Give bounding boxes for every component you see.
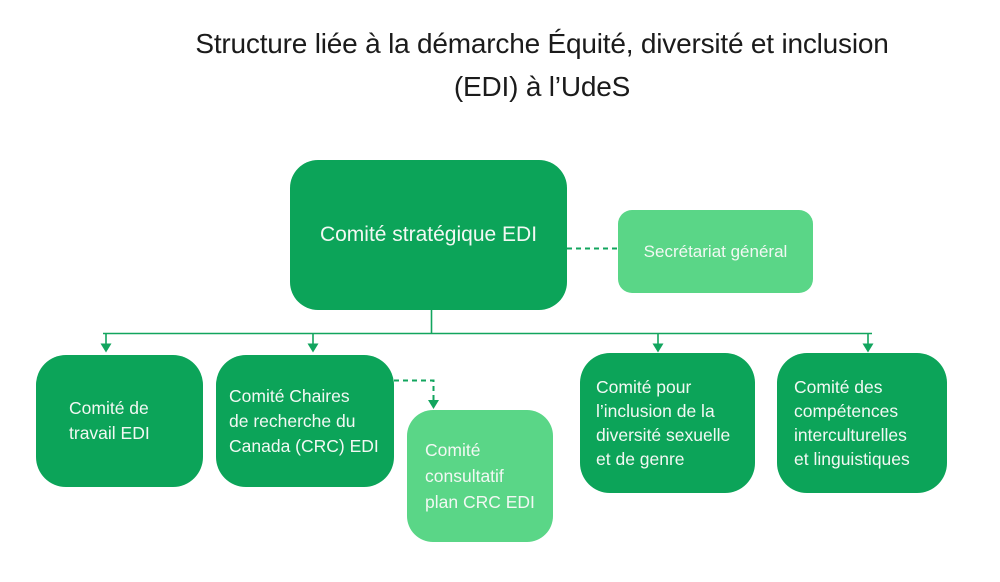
node-text-line: l’inclusion de la: [596, 401, 715, 421]
node-secretariat-general: Secrétariat général: [618, 210, 813, 293]
node-text-line: interculturelles: [794, 425, 907, 445]
node-text-line: plan CRC EDI: [425, 492, 535, 512]
connector-dashed-consultatif: [394, 379, 435, 400]
node-comite-travail-edi: Comité de travail EDI: [36, 355, 203, 487]
node-comite-consultatif-plan-crc-edi: Comité consultatif plan CRC EDI: [407, 410, 553, 542]
node-text-line: consultatif: [425, 466, 504, 486]
arrow-down-competences-icon: [862, 343, 874, 353]
node-label: Secrétariat général: [643, 241, 788, 261]
arrow-down-chaires-icon: [307, 343, 319, 353]
node-text-line: Comité des: [794, 377, 883, 397]
diagram-title: Structure liée à la démarche Équité, div…: [92, 22, 992, 108]
node-text-line: Comité de: [69, 398, 149, 418]
node-text-line: de recherche du: [229, 410, 356, 431]
arrow-down-travail-icon: [100, 343, 112, 353]
node-comite-inclusion-diversite-sexuelle-genre: Comité pour l’inclusion de la diversité …: [580, 353, 755, 493]
arrow-down-consultatif-icon: [428, 400, 439, 409]
diagram-title-line-1: Structure liée à la démarche Équité, div…: [195, 28, 889, 59]
node-text-line: et linguistiques: [794, 449, 910, 469]
node-text-line: Comité Chaires: [229, 385, 350, 406]
diagram-title-line-2: (EDI) à l’UdeS: [453, 71, 631, 102]
node-text-line: et de genre: [596, 449, 685, 469]
node-comite-strategique-edi: Comité stratégique EDI: [290, 160, 567, 310]
node-label: Comité stratégique EDI: [319, 223, 538, 246]
node-text-line: Comité: [425, 440, 481, 460]
node-text-line: Canada (CRC) EDI: [229, 435, 379, 456]
arrow-down-inclusion-icon: [652, 343, 664, 353]
node-comite-chaires-crc-edi: Comité Chaires de recherche du Canada (C…: [216, 355, 394, 487]
node-text-line: compétences: [794, 401, 899, 421]
node-text-line: Comité pour: [596, 377, 692, 397]
node-comite-competences-interculturelles-linguistiques: Comité des compétences interculturelles …: [777, 353, 947, 493]
node-text-line: travail EDI: [69, 423, 150, 443]
node-text-line: diversité sexuelle: [596, 425, 731, 445]
